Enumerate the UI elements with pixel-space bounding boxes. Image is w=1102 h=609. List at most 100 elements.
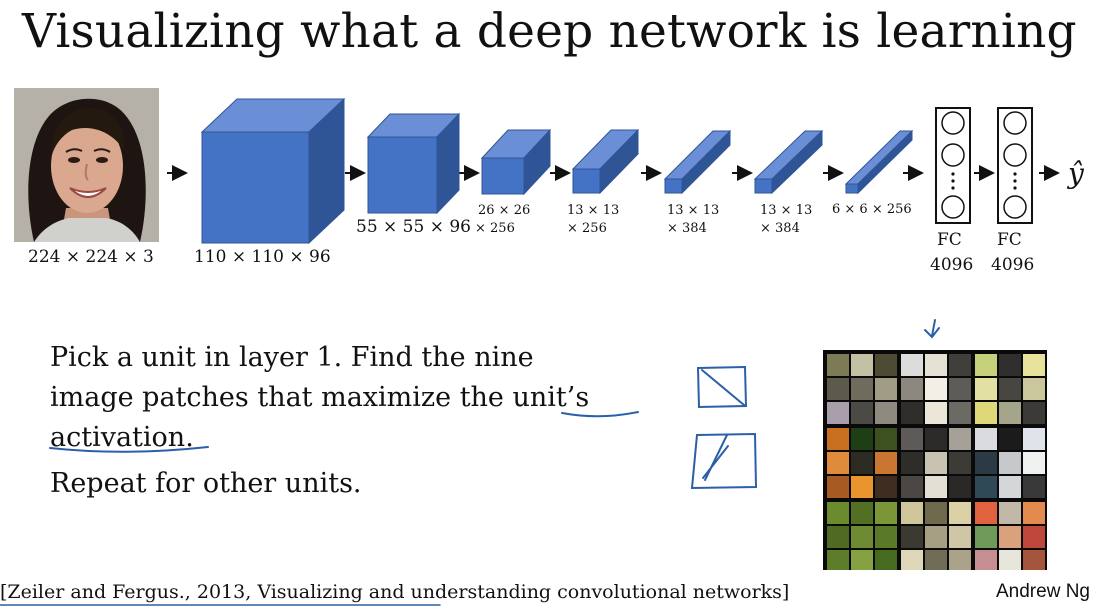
- image-patch: [875, 402, 897, 424]
- patch-grid-svg: [827, 354, 1045, 570]
- fc-1-size-label: 4096: [930, 255, 973, 275]
- image-patch: [875, 354, 897, 376]
- neuron: [1003, 195, 1027, 219]
- body-text: Pick a unit in layer 1. Find the nine im…: [50, 338, 670, 504]
- fc-1-name-label: FC: [937, 230, 962, 250]
- layer-2-volume: [366, 112, 461, 215]
- image-patch: [999, 428, 1021, 450]
- neuron: [1003, 111, 1027, 135]
- image-patch: [925, 550, 947, 570]
- image-patch: [875, 550, 897, 570]
- image-patch: [875, 428, 897, 450]
- underline-activation: [49, 446, 209, 453]
- max-activation-patch-grid: [823, 350, 1047, 570]
- fc-2-name-label: FC: [997, 230, 1022, 250]
- underline-units: [561, 411, 639, 418]
- image-patch: [925, 476, 947, 498]
- image-patch: [1023, 550, 1045, 570]
- image-patch: [975, 428, 997, 450]
- image-patch: [1023, 428, 1045, 450]
- image-patch: [875, 526, 897, 548]
- image-patch: [851, 402, 873, 424]
- image-patch: [875, 502, 897, 524]
- image-patch: [999, 550, 1021, 570]
- image-patch: [975, 452, 997, 474]
- image-patch: [1023, 502, 1045, 524]
- layer-6-dim-label-line1: 13 × 13: [760, 203, 812, 218]
- image-patch: [949, 550, 971, 570]
- instruction-activation-word: activation: [50, 422, 186, 453]
- image-patch: [975, 402, 997, 424]
- image-patch: [975, 526, 997, 548]
- neuron: [1003, 143, 1027, 167]
- image-patch: [851, 378, 873, 400]
- image-patch: [901, 550, 923, 570]
- image-patch: [925, 502, 947, 524]
- instruction-paragraph: Pick a unit in layer 1. Find the nine im…: [50, 338, 670, 458]
- image-patch: [851, 354, 873, 376]
- layer-2-dim-label: 55 × 55 × 96: [356, 217, 471, 237]
- input-face-photo: [14, 88, 159, 242]
- image-patch: [999, 354, 1021, 376]
- image-patch: [901, 402, 923, 424]
- layer-6-dim-label-line2: × 384: [760, 221, 800, 236]
- image-patch: [901, 452, 923, 474]
- image-patch: [827, 378, 849, 400]
- image-patch: [1023, 526, 1045, 548]
- image-patch: [901, 354, 923, 376]
- sketch-diagonal-2b: [702, 445, 729, 479]
- fc-layer-2: [997, 107, 1033, 224]
- layer-7-volume: [844, 129, 914, 195]
- instruction-line-2: image patches that maximize the: [50, 382, 513, 413]
- sketch-diagonal-1: [701, 369, 745, 406]
- image-patch: [949, 402, 971, 424]
- image-patch: [851, 550, 873, 570]
- image-patch: [851, 452, 873, 474]
- layer-3-dim-label-line1: 26 × 26: [478, 203, 530, 218]
- image-patch: [949, 502, 971, 524]
- arrow-mark: [924, 319, 940, 339]
- image-patch: [925, 354, 947, 376]
- image-patch: [851, 526, 873, 548]
- fc-layer-1: [935, 107, 971, 224]
- instruction-line-1: Pick a unit in layer 1. Find the nine: [50, 342, 534, 373]
- layer-5-dim-label-line1: 13 × 13: [667, 203, 719, 218]
- image-patch: [1023, 378, 1045, 400]
- output-y-hat-label: ŷ: [1066, 157, 1085, 190]
- citation: [Zeiler and Fergus., 2013, Visualizing a…: [0, 581, 790, 603]
- image-patch: [827, 402, 849, 424]
- layer-6-volume: [753, 129, 824, 195]
- image-patch: [925, 526, 947, 548]
- layer-5-volume: [663, 129, 732, 195]
- image-patch: [949, 354, 971, 376]
- neuron: [941, 195, 965, 219]
- input-dim-label: 224 × 224 × 3: [28, 247, 154, 267]
- layer-1-volume: [200, 97, 346, 245]
- layer-4-dim-label-line1: 13 × 13: [567, 203, 619, 218]
- image-patch: [1023, 452, 1045, 474]
- image-patch: [949, 526, 971, 548]
- image-patch: [975, 378, 997, 400]
- image-patch: [999, 378, 1021, 400]
- layer-5-dim-label-line2: × 384: [667, 221, 707, 236]
- layer-4-volume: [571, 128, 640, 195]
- layer-3-dim-label-line2: × 256: [475, 221, 515, 236]
- image-patch: [925, 402, 947, 424]
- image-patch: [949, 428, 971, 450]
- layer-3-volume: [480, 128, 552, 196]
- neuron: [941, 111, 965, 135]
- image-patch: [901, 476, 923, 498]
- instruction-period: .: [185, 422, 194, 453]
- image-patch: [999, 402, 1021, 424]
- image-patch: [1023, 476, 1045, 498]
- sketch-diagonal-2: [704, 434, 728, 481]
- instruction-unit-word: unit’s: [512, 382, 590, 413]
- neuron: [941, 143, 965, 167]
- image-patch: [851, 502, 873, 524]
- image-patch: [827, 526, 849, 548]
- image-patch: [975, 354, 997, 376]
- image-patch: [827, 452, 849, 474]
- image-patch: [827, 502, 849, 524]
- image-patch: [827, 550, 849, 570]
- image-patch: [949, 378, 971, 400]
